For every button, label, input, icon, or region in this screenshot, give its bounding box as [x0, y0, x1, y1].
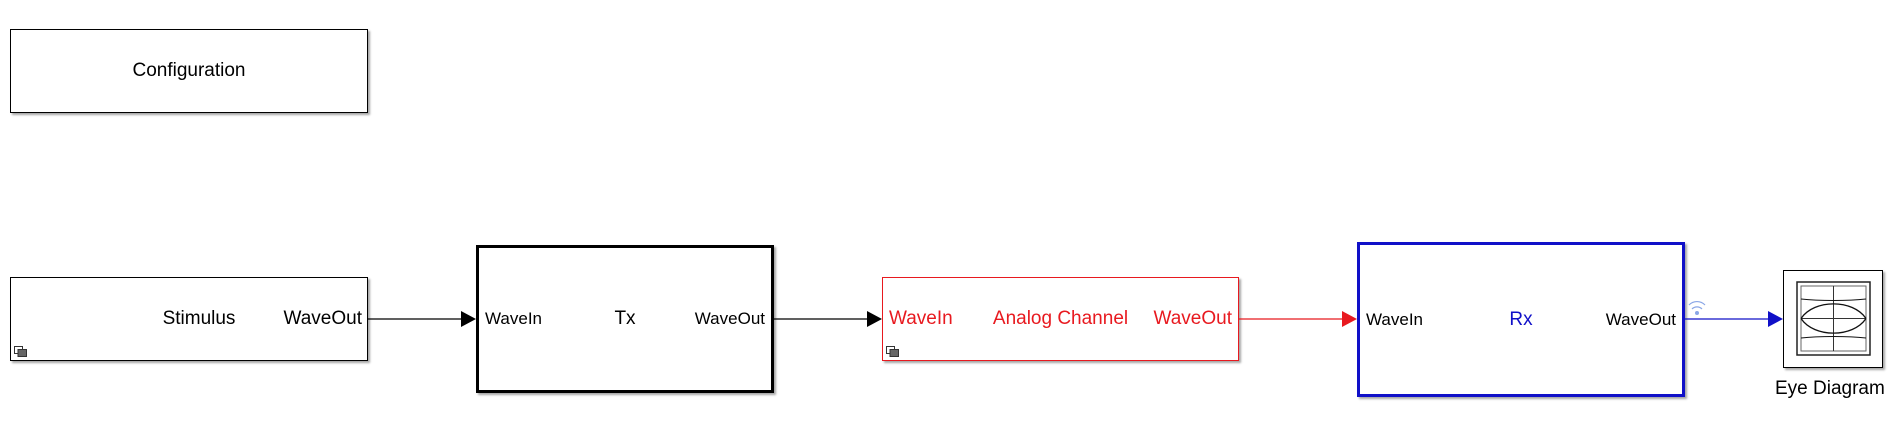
- channel-waveout-port: WaveOut: [1153, 308, 1233, 329]
- stimulus-title: Stimulus: [162, 308, 236, 329]
- channel-title: Analog Channel: [992, 308, 1129, 329]
- arrowhead-rx-eye-diagram: [1768, 311, 1783, 327]
- stimulus-waveout-port: WaveOut: [283, 308, 363, 329]
- eye-diagram-label: Eye Diagram: [1775, 378, 1885, 399]
- configuration-block[interactable]: Configuration: [10, 29, 368, 113]
- tx-block[interactable]: WaveIn Tx WaveOut: [476, 245, 774, 393]
- tx-waveout-port: WaveOut: [694, 309, 765, 328]
- arrowhead-channel-rx: [1342, 311, 1357, 327]
- rx-wavein-port: WaveIn: [1366, 309, 1424, 329]
- rx-title: Rx: [1509, 308, 1533, 330]
- channel-wavein-port: WaveIn: [889, 308, 953, 329]
- eye-diagram-scope-icon: [1796, 281, 1871, 356]
- tx-title: Tx: [614, 308, 636, 329]
- eye-diagram-block[interactable]: [1783, 270, 1883, 368]
- stimulus-block[interactable]: Stimulus WaveOut: [10, 277, 368, 361]
- subsystem-mask-icon: [14, 346, 27, 357]
- subsystem-mask-icon: [886, 346, 899, 357]
- tx-wavein-port: WaveIn: [485, 309, 543, 328]
- rx-block[interactable]: WaveIn Rx WaveOut: [1357, 242, 1685, 397]
- rx-waveout-port: WaveOut: [1605, 309, 1676, 329]
- configuration-title: Configuration: [132, 60, 246, 81]
- wireless-signal-icon: [1688, 301, 1706, 315]
- arrowhead-tx-channel: [867, 311, 882, 327]
- analog-channel-block[interactable]: WaveIn Analog Channel WaveOut: [882, 277, 1239, 361]
- arrowhead-stimulus-tx: [461, 311, 476, 327]
